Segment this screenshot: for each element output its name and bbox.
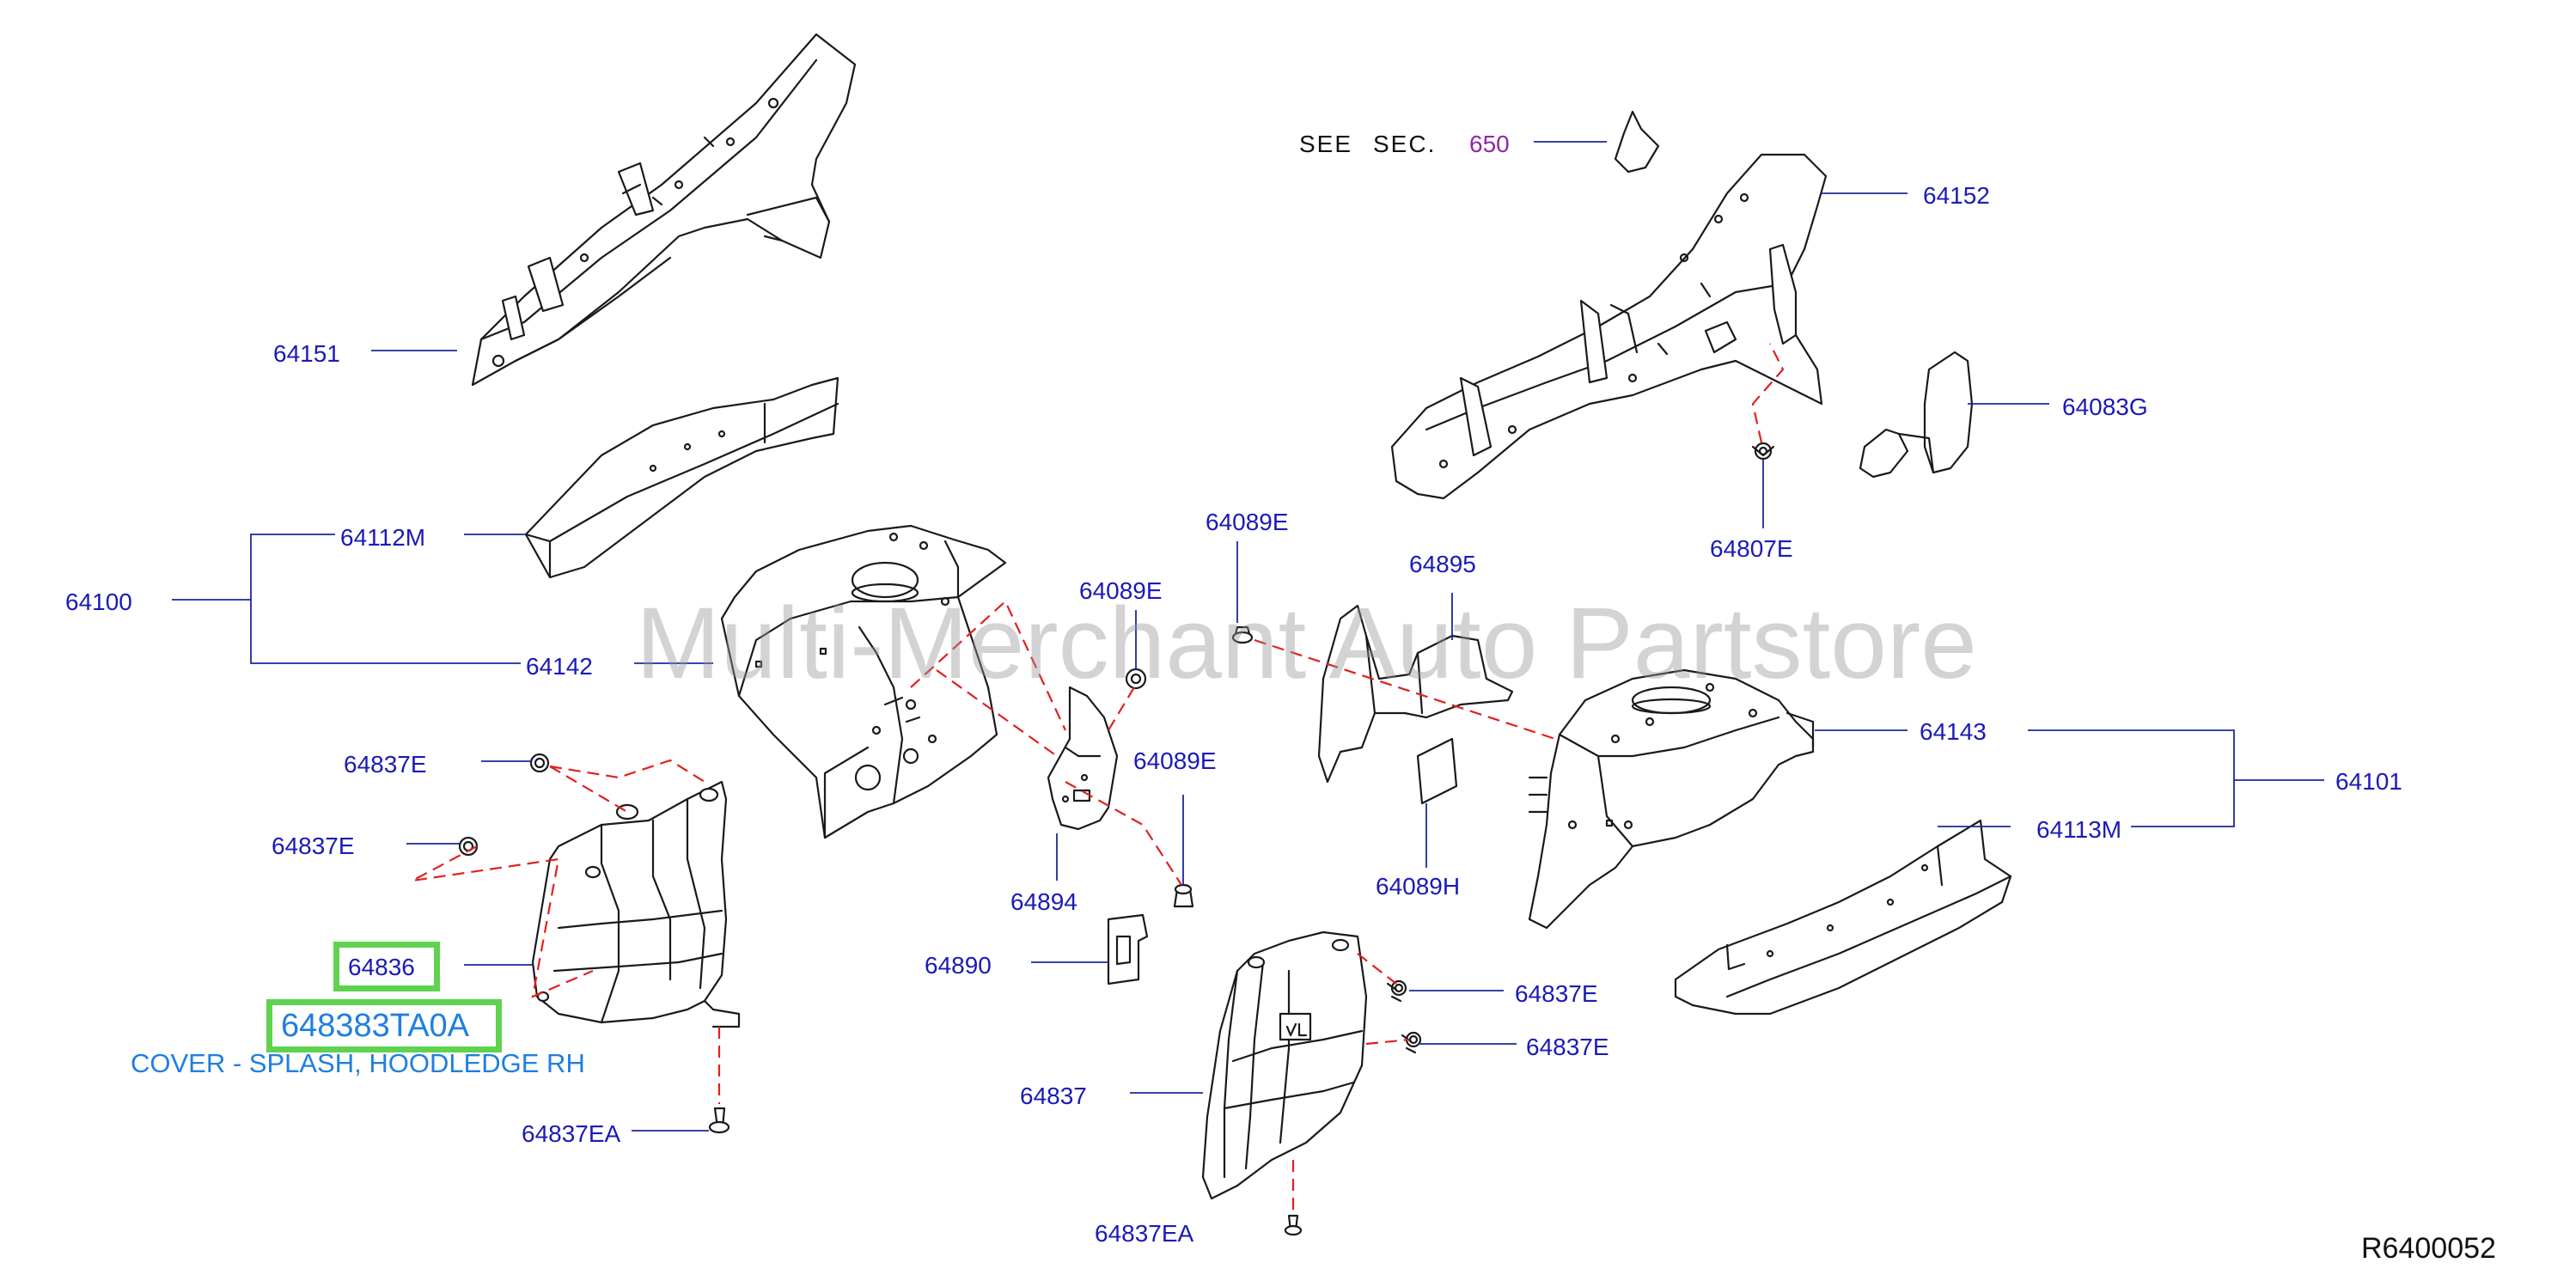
callout-64837EA-bottom[interactable]: 64837EA	[1095, 1220, 1194, 1247]
part-64151-drawing	[471, 33, 857, 387]
callout-64089H[interactable]: 64089H	[1376, 873, 1461, 900]
highlighted-part-number[interactable]: 648383TA0A	[281, 1008, 470, 1044]
part-64890-drawing	[1107, 913, 1149, 985]
sec-label: SEC.	[1373, 131, 1437, 157]
clip-64807E-drawing	[1751, 442, 1775, 461]
highlight-box-64836	[333, 942, 440, 991]
callout-64083G[interactable]: 64083G	[2062, 393, 2148, 420]
see-label: SEE	[1299, 131, 1353, 157]
highlight-box-part-number	[266, 999, 502, 1052]
part-64089H-drawing	[1416, 737, 1458, 805]
fasteners-left-drawing	[458, 753, 730, 1134]
leader-lines	[172, 141, 2324, 1132]
highlighted-part-description: COVER - SPLASH, HOODLEDGE RH	[131, 1048, 585, 1078]
part-64112M-drawing	[524, 376, 839, 579]
watermark: Multi-Merchant Auto Partstore	[636, 587, 1977, 700]
callout-64894[interactable]: 64894	[1010, 888, 1077, 915]
part-64837-drawing	[1201, 930, 1368, 1236]
part-64152-drawing	[1390, 110, 1828, 500]
diagram-reference-code: R6400052	[2361, 1232, 2496, 1265]
part-64143-drawing	[1528, 668, 1815, 930]
callout-64113M[interactable]: 64113M	[2036, 816, 2122, 843]
callout-64895[interactable]: 64895	[1409, 551, 1476, 577]
part-64113M-drawing	[1674, 819, 2012, 1016]
part-64895-drawing	[1317, 604, 1514, 784]
callout-64089E-top[interactable]: 64089E	[1206, 509, 1289, 535]
callout-64890[interactable]: 64890	[925, 952, 992, 979]
callout-64112M[interactable]: 64112M	[340, 524, 426, 551]
callout-64837EA-left[interactable]: 64837EA	[522, 1120, 621, 1147]
see-section-link-650[interactable]: 650	[1469, 131, 1510, 157]
callout-64837E-lower-left[interactable]: 64837E	[272, 833, 355, 859]
callout-64837E-upper-left[interactable]: 64837E	[344, 751, 427, 778]
alignment-dashed-lines	[412, 343, 1785, 1216]
callout-64143[interactable]: 64143	[1920, 718, 1987, 745]
part-64894-drawing	[1047, 686, 1119, 831]
callout-64142[interactable]: 64142	[526, 653, 593, 680]
fasteners-right-drawing	[1386, 979, 1422, 1054]
callout-64089E-upper[interactable]: 64089E	[1079, 577, 1163, 604]
part-64083G-drawing	[1859, 351, 1974, 479]
callout-64101[interactable]: 64101	[2335, 768, 2402, 795]
callout-64837[interactable]: 64837	[1020, 1083, 1087, 1109]
callout-64807E[interactable]: 64807E	[1710, 535, 1793, 562]
part-64836-drawing	[531, 780, 741, 1028]
callout-64837E-right-upper[interactable]: 64837E	[1515, 980, 1598, 1007]
callout-64152[interactable]: 64152	[1923, 182, 1990, 209]
part-64142-drawing	[720, 524, 1007, 839]
callout-64100[interactable]: 64100	[65, 589, 132, 615]
callout-64089E-right[interactable]: 64089E	[1133, 747, 1217, 774]
callout-64836[interactable]: 64836	[348, 954, 415, 980]
callout-64837E-right-lower[interactable]: 64837E	[1526, 1034, 1609, 1060]
callout-64151[interactable]: 64151	[273, 340, 340, 367]
